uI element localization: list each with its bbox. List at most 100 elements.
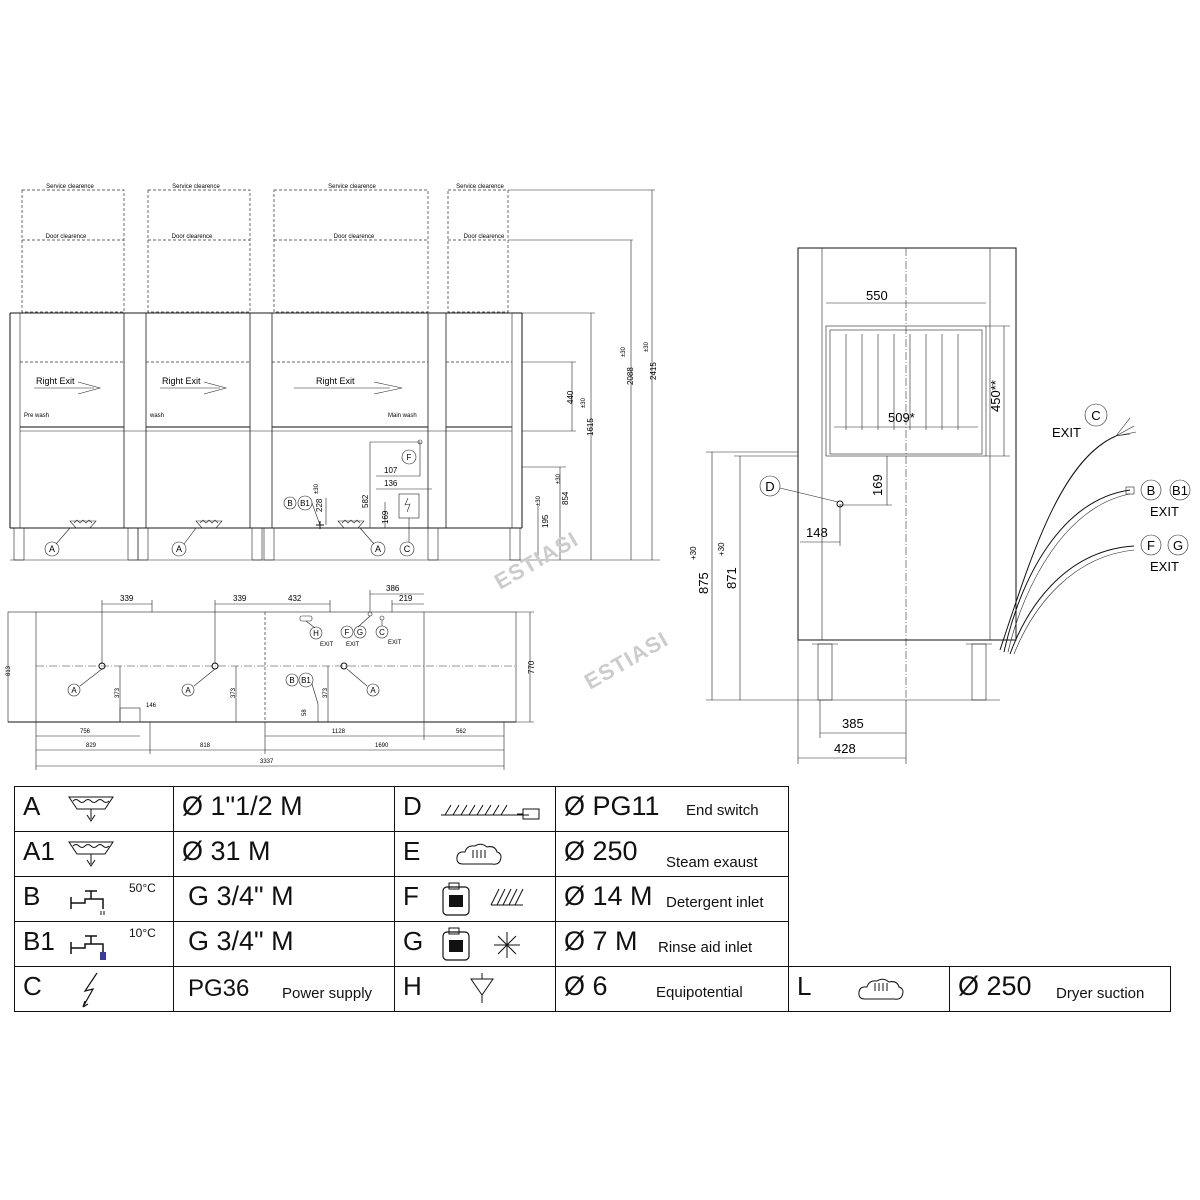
right-exit-label: Right Exit — [162, 376, 201, 386]
exit-label: EXIT — [388, 640, 402, 646]
legend-value: Ø 31 M — [182, 836, 271, 866]
legend-c-value-cell: PG36 Power supply — [173, 966, 395, 1012]
legend-code: A — [23, 791, 41, 821]
legend-value: Ø 6 — [564, 971, 608, 1001]
service-clearence-label: Service clearence — [172, 184, 220, 190]
legend-desc: Detergent inlet — [666, 894, 764, 911]
exit-label: EXIT — [320, 642, 334, 648]
legend-l-code-cell: L — [788, 966, 950, 1012]
dim-195: 195 — [541, 514, 550, 528]
drain-icon — [68, 796, 114, 822]
exit-label: EXIT — [1052, 425, 1081, 440]
legend-code: B1 — [23, 926, 55, 956]
legend-value: PG36 — [188, 975, 250, 1002]
legend-a1-code-cell: A1 — [14, 831, 174, 877]
legend-value: Ø 250 — [958, 971, 1032, 1001]
right-exit-label: Right Exit — [316, 376, 355, 386]
basket-fingers — [845, 334, 959, 430]
hot-water-tap-icon — [70, 890, 105, 915]
temperature-label: 50°C — [129, 881, 156, 895]
legend-value: Ø 1"1/2 M — [182, 791, 303, 821]
legend-f-value-cell: Ø 14 M Detergent inlet — [555, 876, 789, 922]
legend-desc: Dryer suction — [1056, 985, 1145, 1002]
legend-code: L — [797, 971, 812, 1001]
dim-829: 829 — [86, 743, 97, 749]
dim-219: 219 — [399, 594, 413, 603]
callout-d: D — [765, 479, 774, 494]
dim-871: 871 — [724, 567, 739, 589]
dim-875: 875 — [696, 572, 711, 594]
door-clearence-label: Door clearence — [334, 234, 375, 240]
tol-30: ±30 — [621, 346, 627, 357]
legend-code: G — [403, 926, 424, 956]
callout-a: A — [176, 544, 182, 554]
legend-code: B — [23, 881, 41, 911]
drain-icon — [68, 841, 114, 867]
side-view: 550 509* 450** 169 D 148 875 +30 871 +30 — [689, 247, 1191, 764]
cold-water-tap-icon — [70, 935, 106, 960]
dim-58: 58 — [302, 709, 308, 716]
dim-854: 854 — [561, 491, 570, 505]
legend-e-code-cell: E — [394, 831, 556, 877]
module-label-pre-wash: Pre wash — [24, 413, 49, 419]
callout-b: B — [1147, 483, 1156, 498]
exit-label: EXIT — [1150, 504, 1179, 519]
legend-e-value-cell: Ø 250 Steam exaust — [555, 831, 789, 877]
tol-30: ±30 — [314, 483, 320, 494]
callout-f: F — [1147, 538, 1155, 553]
legend-g-value-cell: Ø 7 M Rinse aid inlet — [555, 921, 789, 967]
legend-a-code-cell: A — [14, 786, 174, 832]
tol-30: ±30 — [556, 473, 562, 484]
dim-756: 756 — [80, 729, 91, 735]
service-cables: C EXIT B B1 EXIT F G EXIT — [999, 403, 1191, 655]
legend-value: Ø PG11 — [564, 791, 660, 821]
callout-c: C — [404, 544, 411, 554]
door-clearence-label: Door clearence — [46, 234, 87, 240]
drain-callouts: A A A — [44, 519, 386, 557]
steam-cloud-icon — [456, 843, 502, 865]
watermark-text: ESTIASI — [580, 626, 673, 694]
dim-1615: 1615 — [586, 418, 595, 436]
legend-b-value-cell: G 3/4" M — [173, 876, 395, 922]
callout-f: F — [345, 628, 350, 637]
exit-label: EXIT — [346, 642, 360, 648]
legend-desc: Power supply — [282, 985, 373, 1002]
legend-c-code-cell: C — [14, 966, 174, 1012]
watermark: ESTIASI ESTIASI — [490, 526, 673, 694]
legend-value: G 3/4" M — [188, 926, 294, 956]
dim-450: 450** — [988, 380, 1003, 412]
legend-g-code-cell: G — [394, 921, 556, 967]
callout-a: A — [185, 686, 191, 695]
tol-30: +30 — [717, 542, 726, 556]
dim-373: 373 — [231, 687, 237, 698]
callout-a: A — [370, 686, 376, 695]
dryer-cloud-icon — [858, 978, 904, 1000]
dim-146: 146 — [146, 703, 157, 709]
dim-2415: 2415 — [649, 362, 658, 380]
callout-b1: B1 — [300, 499, 310, 508]
right-exit-label: Right Exit — [36, 376, 75, 386]
tol-30: ±30 — [581, 397, 587, 408]
dim-432: 432 — [288, 594, 302, 603]
dim-136: 136 — [384, 479, 398, 488]
technical-drawing: Service clearence Service clearence Serv… — [6, 184, 1191, 770]
tol-30: +30 — [689, 546, 698, 560]
callout-a: A — [375, 544, 381, 554]
clearance-zones: Service clearence Service clearence Serv… — [21, 184, 509, 313]
tol-30: ±30 — [644, 341, 650, 352]
dim-169: 169 — [870, 474, 885, 496]
legend-desc: End switch — [686, 802, 759, 819]
legend-d-value-cell: Ø PG11 End switch — [555, 786, 789, 832]
equipotential-icon — [470, 973, 494, 1003]
callout-a: A — [71, 686, 77, 695]
exit-label: EXIT — [1150, 559, 1179, 574]
dim-1690: 1690 — [375, 743, 389, 749]
legend-desc: Equipotential — [656, 984, 743, 1001]
dim-550: 550 — [866, 288, 888, 303]
legend-h-code-cell: H — [394, 966, 556, 1012]
legend-code: E — [403, 836, 421, 866]
dim-509: 509* — [888, 410, 915, 425]
front-elevation: Service clearence Service clearence Serv… — [9, 184, 660, 561]
callout-f: F — [407, 453, 412, 462]
callout-c: C — [379, 628, 385, 637]
